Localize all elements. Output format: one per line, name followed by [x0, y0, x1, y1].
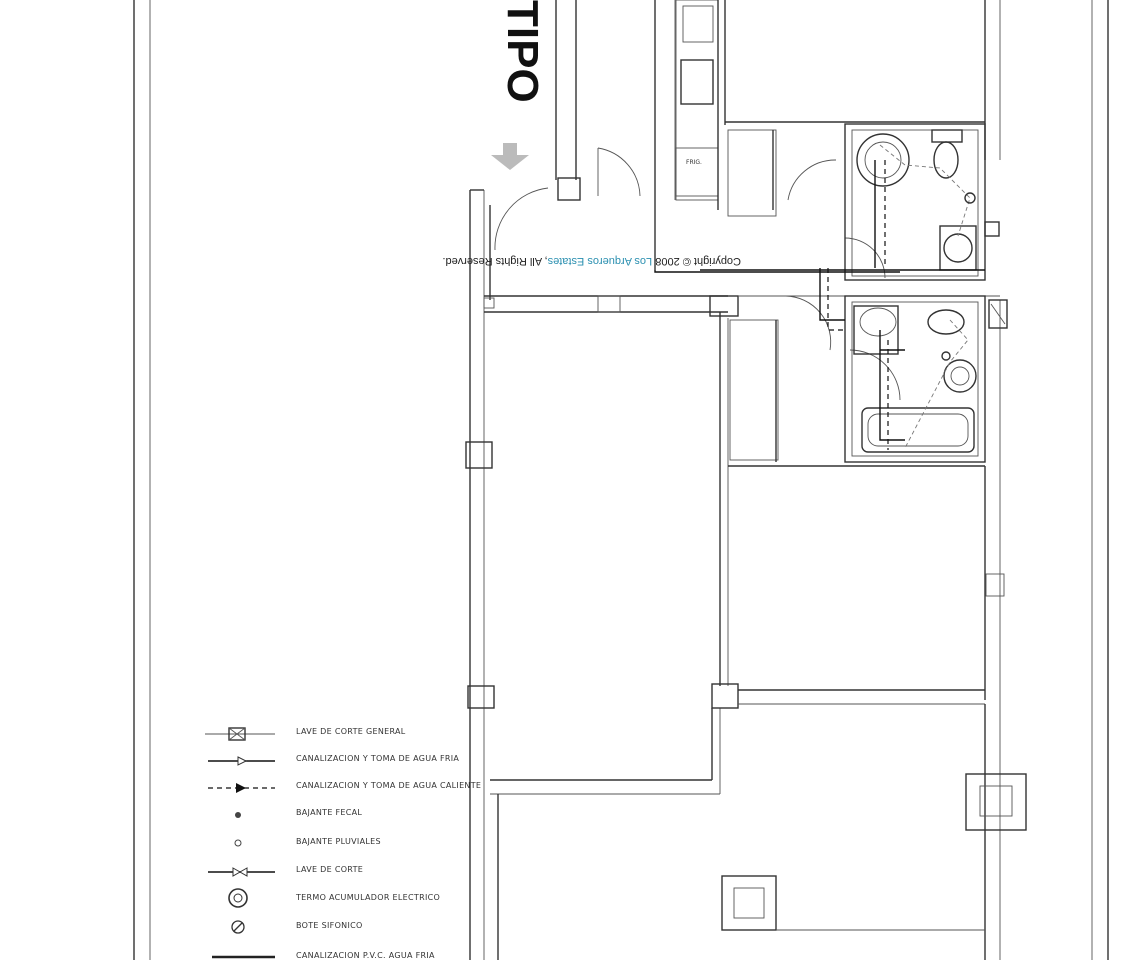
apartment-walls [465, 0, 1027, 960]
legend-symbol-rain-downpipe [234, 839, 242, 847]
legend-label-pvc-cold: CANALIZACION P.V.C. AGUA FRIA [296, 951, 435, 960]
fridge-label: FRIG. [686, 159, 702, 166]
arrow-down-icon [491, 143, 529, 170]
bathrooms [844, 123, 986, 463]
legend-symbol-hot-water [208, 783, 275, 793]
copyright-notice: Copyright © 2008 Los Arqueros Estates, A… [442, 255, 741, 267]
legend: LAVE DE CORTE GENERAL CANALIZACION Y TOM… [205, 727, 481, 960]
legend-label-electric-water-heater: TERMO ACUMULADOR ELECTRICO [295, 893, 440, 902]
plumbing [654, 144, 1008, 450]
legend-label-shutoff-valve: LAVE DE CORTE [296, 865, 363, 874]
copyright-suffix: , All Rights Reserved. [442, 255, 547, 267]
legend-symbol-cold-water [208, 756, 275, 766]
copyright-company: Los Arqueros Estates [547, 255, 652, 267]
legend-label-shutoff-general: LAVE DE CORTE GENERAL [296, 727, 406, 736]
doors [494, 147, 901, 401]
legend-label-siphon-trap: BOTE SIFONICO [296, 921, 363, 930]
legend-label-rain-downpipe: BAJANTE PLUVIALES [296, 837, 381, 846]
legend-symbol-shutoff-valve [208, 867, 275, 877]
legend-label-cold-water: CANALIZACION Y TOMA DE AGUA FRIA [296, 754, 459, 763]
legend-label-hot-water: CANALIZACION Y TOMA DE AGUA CALIENTE [296, 781, 481, 790]
legend-symbol-sewage-downpipe [235, 812, 241, 818]
copyright-prefix: Copyright © 2008 [652, 255, 741, 267]
legend-symbol-electric-water-heater [228, 888, 248, 908]
legend-label-sewage-downpipe: BAJANTE FECAL [296, 808, 362, 817]
drawing-title: TIPO [498, 0, 547, 103]
legend-symbol-shutoff-general [205, 727, 275, 741]
svg-text:Copyright © 2008 Los Arqueros: Copyright © 2008 Los Arqueros Estates, A… [442, 255, 741, 267]
sheet-frame [133, 0, 1109, 960]
legend-symbol-siphon-trap [231, 920, 245, 934]
